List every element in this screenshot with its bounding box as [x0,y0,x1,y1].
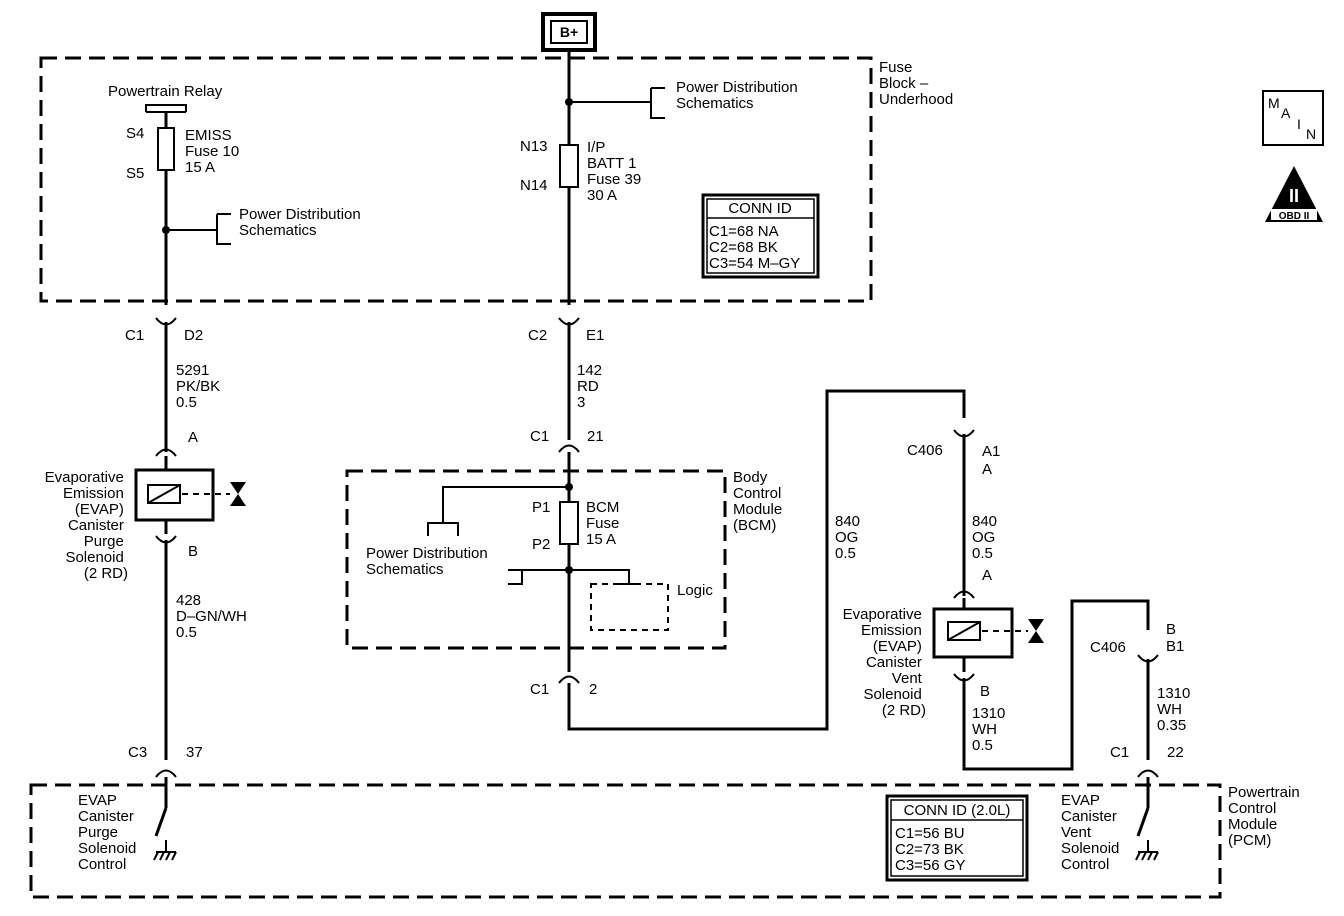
powertrain-relay-label: Powertrain Relay [108,83,223,100]
power-dist-top-label: Power Distribution Schematics [676,79,802,112]
power-dist-left-bracket [166,213,231,245]
right-conn2-right: 22 [1167,744,1184,761]
ground-icon [153,851,177,861]
connector-c1-21 [558,444,580,453]
purge-solenoid-label: Evaporative Emission (EVAP) Canister Pur… [45,469,128,582]
emiss-fuse-icon [157,127,175,171]
power-dist-left-label: Power Distribution Schematics [239,206,365,239]
bcm-fuse-pin-bottom: P2 [532,536,550,553]
wire-428-label: 428 D–GN/WH 0.5 [176,592,251,641]
center-conn1-right: E1 [586,327,604,344]
center-conn3-left: C1 [530,681,549,698]
ip-batt-fuse-icon [559,144,579,188]
center-conn1-left: C2 [528,327,547,344]
power-dist-bcm-label: Power Distribution Schematics [366,545,492,578]
right-conn1-right-bottom: B1 [1166,638,1184,655]
ip-fuse-label: I/P BATT 1 Fuse 39 30 A [587,139,645,204]
right-conn1-right-top: B [1166,621,1176,638]
purge-control-label: EVAP Canister Purge Solenoid Control [78,792,141,873]
wire-1310-vent-label: 1310 WH 0.5 [972,705,1010,754]
conn-id-pcm-row: C1=56 BU [895,825,965,842]
conn-id-top-row: C3=54 M–GY [709,255,800,272]
conn-id-pcm-row: C2=73 BK [895,841,964,858]
bcm-internal-lines [508,569,639,585]
pcm-label: Powertrain Control Module (PCM) [1228,784,1304,849]
left-conn2-left: C3 [128,744,147,761]
wire-840-vent-label: 840 OG 0.5 [972,513,1001,562]
vent-solenoid-label: Evaporative Emission (EVAP) Canister Ven… [843,606,926,719]
wire-840-route [567,389,966,731]
center-conn3-right: 2 [589,681,597,698]
connector-c1-2 [558,675,580,684]
vent-conn1-right-top: A1 [982,443,1000,460]
vent-solenoid-icon [932,598,1044,672]
purge-solenoid-icon [134,456,246,534]
connector-a-purge [155,448,177,457]
center-conn2-left: C1 [530,428,549,445]
center-conn2-right: 21 [587,428,604,445]
vent-pin-b: B [980,683,990,700]
bcm-fuse-icon [559,501,579,545]
conn-id-pcm-title: CONN ID (2.0L) [904,802,1011,819]
left-fuse-pin-top: S4 [126,125,144,142]
ip-fuse-pin-top: N13 [520,138,548,155]
emiss-fuse-label: EMISS Fuse 10 15 A [185,127,243,176]
fuse-block-label: Fuse Block – Underhood [879,59,953,108]
purge-pin-a: A [188,429,198,446]
conn-id-top-row: C2=68 BK [709,239,778,256]
connector-a-vent [953,590,975,599]
left-conn1-left: C1 [125,327,144,344]
left-conn1-right: D2 [184,327,203,344]
left-fuse-pin-bottom: S5 [126,165,144,182]
fuse-block-outline [39,56,873,303]
right-conn2-left: C1 [1110,744,1129,761]
connector-c3-37 [155,769,177,778]
conn-id-pcm-row: C3=56 GY [895,857,965,874]
power-dist-bcm-bracket [427,486,569,536]
wire-142-label: 142 RD 3 [577,362,606,411]
vent-conn1-right-bottom: A [982,461,992,478]
conn-id-top-title: CONN ID [728,200,792,217]
bcm-fuse-label: BCM Fuse 15 A [586,499,624,548]
main-icon: M A I N [1262,90,1324,146]
obd-ii-icon: II OBD II [1265,166,1323,222]
vent-control-label: EVAP Canister Vent Solenoid Control [1061,792,1124,873]
vent-control-switch-icon [1136,777,1150,851]
wire-1310-right-label: 1310 WH 0.35 [1157,685,1195,734]
connector-c1-22 [1137,769,1159,778]
conn-id-table-pcm: CONN ID (2.0L) C1=56 BU C2=73 BK C3=56 G… [885,794,1029,882]
wire-5291-label: 5291 PK/BK 0.5 [176,362,224,411]
relay-contact-icon [145,104,187,113]
right-conn1-left: C406 [1090,639,1126,656]
bcm-fuse-pin-top: P1 [532,499,550,516]
wire-840-left-label: 840 OG 0.5 [835,513,864,562]
svg-text:II: II [1289,186,1299,206]
pcm-outline [29,783,1222,899]
purge-control-switch-icon [154,777,168,851]
vent-conn1-left: C406 [907,442,943,459]
svg-text:N: N [1306,126,1316,142]
svg-text:A: A [1281,105,1291,121]
bcm-label: Body Control Module (BCM) [733,469,786,534]
power-dist-top-bracket [569,87,665,119]
left-conn2-right: 37 [186,744,203,761]
logic-label: Logic [677,582,713,599]
svg-text:OBD II: OBD II [1279,211,1310,222]
conn-id-table-top: CONN ID C1=68 NA C2=68 BK C3=54 M–GY [701,193,820,279]
wire-1310-route [962,599,1150,771]
ip-fuse-pin-bottom: N14 [520,177,548,194]
bplus-label: B+ [560,24,578,40]
vent-pin-a: A [982,567,992,584]
logic-block [590,583,669,631]
purge-pin-b: B [188,543,198,560]
ground-icon [1135,851,1159,861]
svg-text:M: M [1268,95,1280,111]
bcm-outline [345,469,727,650]
svg-text:I: I [1297,116,1301,132]
conn-id-top-row: C1=68 NA [709,223,779,240]
battery-positive-box: B+ [541,12,597,52]
